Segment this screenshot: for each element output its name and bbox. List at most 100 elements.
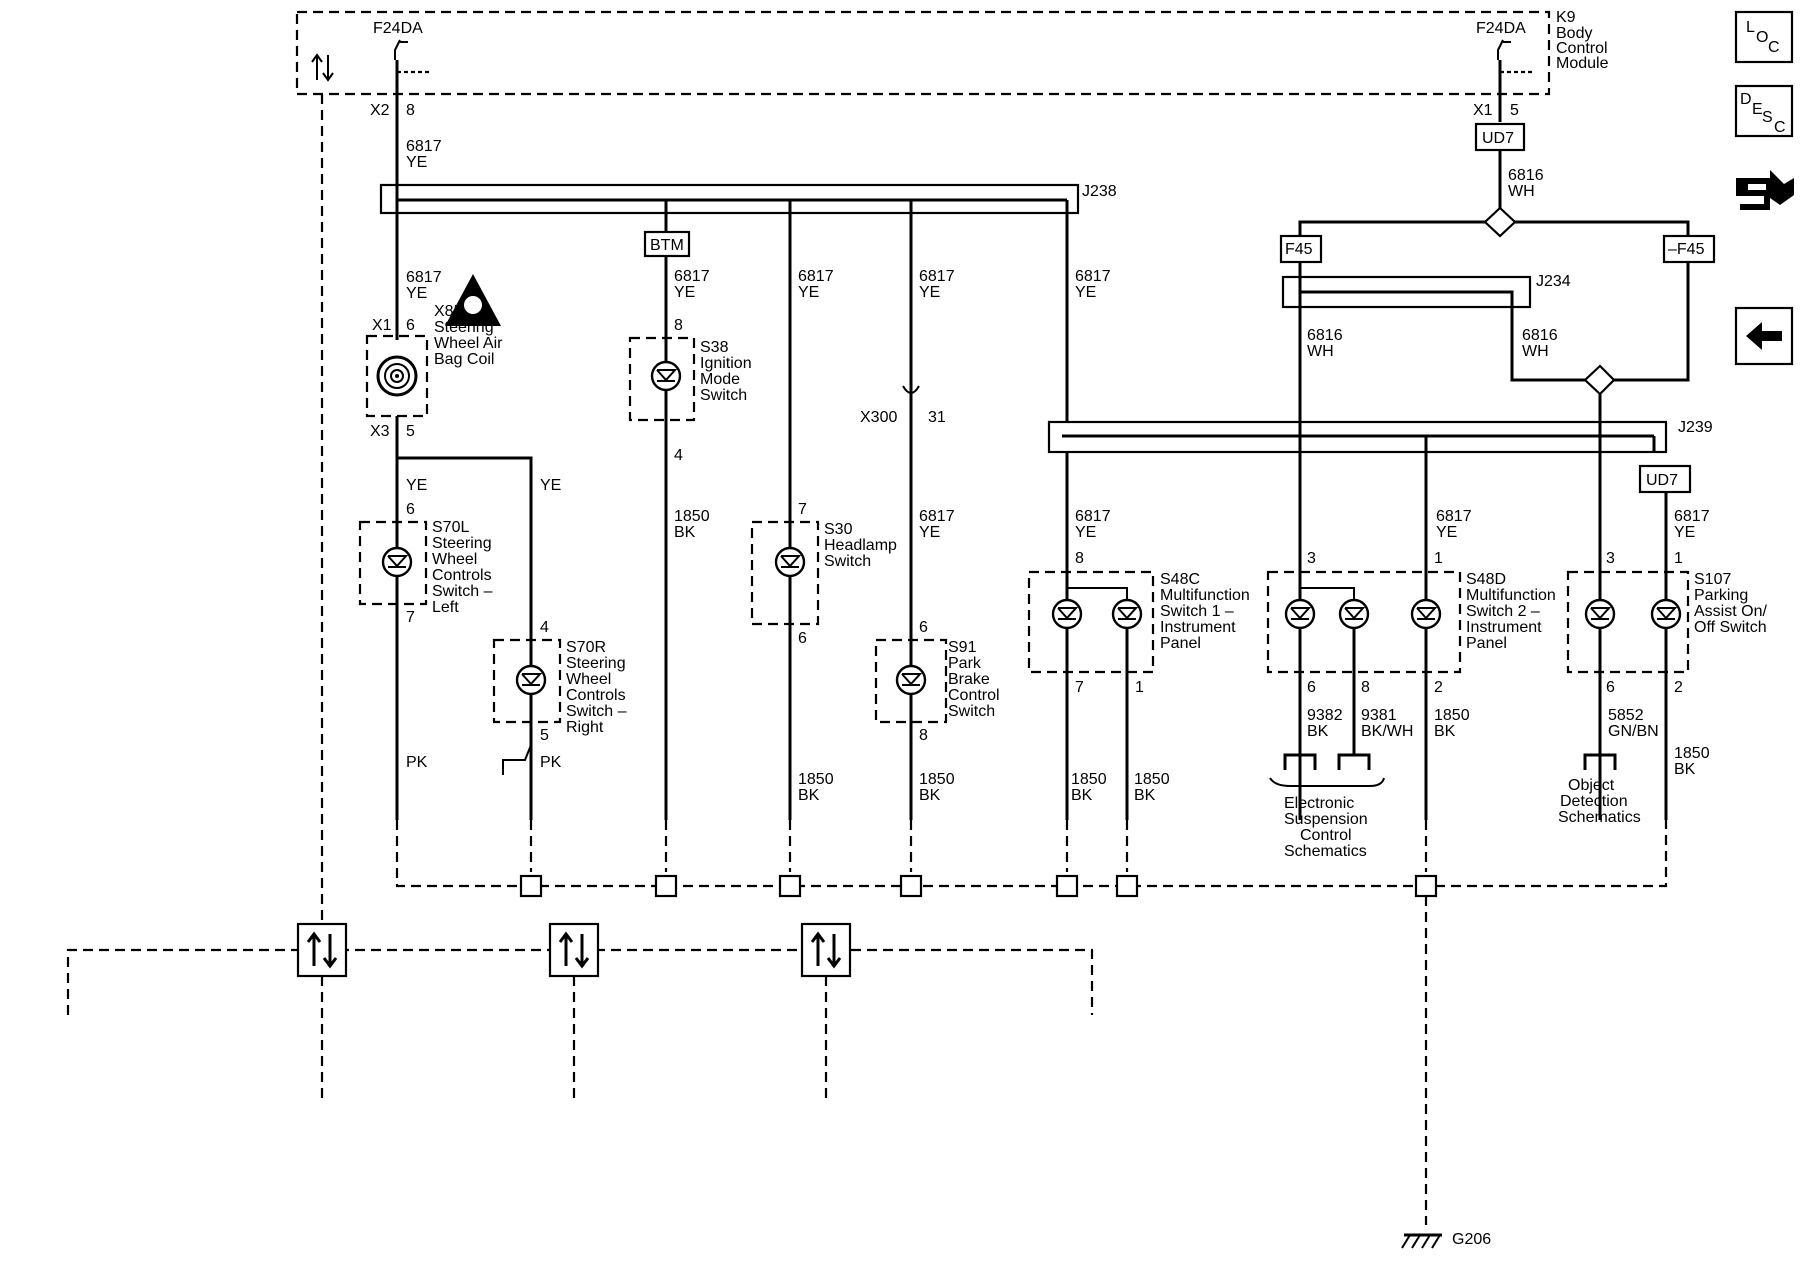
s70r-id: S70R <box>566 639 606 656</box>
s107-pin3: 3 <box>1606 550 1615 567</box>
wire-label: YE <box>798 284 819 301</box>
splice-j234-label: J234 <box>1536 273 1571 290</box>
module-name-3: Module <box>1556 55 1609 72</box>
wire-pk-label: PK <box>540 754 562 771</box>
wire-label: 5852 <box>1608 707 1644 724</box>
back-arrow-icon[interactable] <box>1734 306 1794 366</box>
wire-label: YE <box>406 477 427 494</box>
s107-line: Parking <box>1694 587 1748 604</box>
s70l-pin7: 7 <box>406 609 415 626</box>
wire-label: 6817 <box>1075 508 1111 525</box>
s70l-line: Controls <box>432 567 492 584</box>
s38-line: Mode <box>700 371 740 388</box>
s48d-boundary <box>1266 570 1462 674</box>
s48c-line: Panel <box>1160 635 1201 652</box>
s48c-pin1: 1 <box>1135 679 1144 696</box>
wire-label: YE <box>540 477 561 494</box>
s91-line: Brake <box>948 671 990 688</box>
fuse-right-symbol <box>1497 39 1535 74</box>
f45-label: F45 <box>1285 241 1313 258</box>
x300-inline-connector <box>902 385 920 394</box>
s48d-id: S48D <box>1466 571 1506 588</box>
s48d-pin1: 1 <box>1434 550 1443 567</box>
svg-text:D: D <box>1740 91 1752 108</box>
s107-pin2: 2 <box>1674 679 1683 696</box>
nf45-label: –F45 <box>1668 241 1705 258</box>
fuse-left-label: F24DA <box>373 20 423 37</box>
s48d-pin2: 2 <box>1434 679 1443 696</box>
s107-pin6: 6 <box>1606 679 1615 696</box>
s91-boundary <box>874 638 948 724</box>
wire-label: 1850 <box>1434 707 1470 724</box>
module-id: K9 <box>1556 9 1576 26</box>
x85-pin5: 5 <box>406 423 415 440</box>
nf45-option-box <box>1662 234 1716 264</box>
s48d-line: Instrument <box>1466 619 1542 636</box>
wire-label: 6817 <box>919 508 955 525</box>
ground-bus-nodes <box>519 874 1438 898</box>
s107-pin1: 1 <box>1674 550 1683 567</box>
s48c-line: Instrument <box>1160 619 1236 636</box>
s48c-line: Multifunction <box>1160 587 1250 604</box>
wire-label: 6817 <box>1674 508 1710 525</box>
wire-label: 1850 <box>798 771 834 788</box>
wire-label: BK <box>674 524 696 541</box>
ods-ref-line: Object <box>1568 777 1615 794</box>
s70l-line: Wheel <box>432 551 477 568</box>
s91-line: Switch <box>948 703 995 720</box>
wire-label: BK/WH <box>1361 723 1413 740</box>
s70r-line: Wheel <box>566 671 611 688</box>
wire-label: 1850 <box>919 771 955 788</box>
s30-line: Headlamp <box>824 537 897 554</box>
wire-6817-label: 6817 <box>406 138 442 155</box>
s38-pin8: 8 <box>674 317 683 334</box>
x85-x1-label: X1 <box>372 317 392 334</box>
wire-label: GN/BN <box>1608 723 1659 740</box>
s30-line: Switch <box>824 553 871 570</box>
svg-text:S: S <box>1762 109 1773 126</box>
loc-button[interactable]: L O C <box>1734 10 1794 64</box>
s48d-pin6: 6 <box>1307 679 1316 696</box>
ess-ref-line: Control <box>1300 827 1352 844</box>
wire-label: 9381 <box>1361 707 1397 724</box>
svg-text:O: O <box>1756 29 1768 46</box>
splice-j238-label: J238 <box>1082 183 1117 200</box>
wire-ye-label: YE <box>406 154 427 171</box>
x85-id: X85 <box>434 303 463 320</box>
ground-icon <box>1401 1233 1442 1249</box>
s70r-boundary <box>492 638 562 724</box>
s30-pin6: 6 <box>798 630 807 647</box>
s70r-pin5: 5 <box>540 727 549 744</box>
wire-label: BK <box>1071 787 1093 804</box>
serial-data-junction <box>296 922 348 978</box>
s107-id: S107 <box>1694 571 1731 588</box>
s30-boundary <box>750 520 820 626</box>
x1-pin: 5 <box>1510 102 1519 119</box>
s30-id: S30 <box>824 521 853 538</box>
x85-line: Bag Coil <box>434 351 494 368</box>
x85-x3-label: X3 <box>370 423 390 440</box>
wire-label: BK <box>1674 761 1696 778</box>
wire-label: YE <box>919 284 940 301</box>
wire-label: 9382 <box>1307 707 1343 724</box>
wire-label: 6817 <box>674 268 710 285</box>
s48d-line: Switch 2 – <box>1466 603 1540 620</box>
wire-label: YE <box>674 284 695 301</box>
desc-button[interactable]: D E S C <box>1734 84 1794 138</box>
connector-icon[interactable] <box>1736 170 1794 210</box>
s48d-line: Panel <box>1466 635 1507 652</box>
x2-pin: 8 <box>406 102 415 119</box>
x85-line: Wheel Air <box>434 335 503 352</box>
x85-line: Steering <box>434 319 494 336</box>
option-split-top <box>1483 206 1517 238</box>
wire-label: YE <box>1436 524 1457 541</box>
s70r-line: Right <box>566 719 604 736</box>
wire-label: BK <box>1307 723 1329 740</box>
wire-label: WH <box>1522 343 1549 360</box>
wire-pk-label: PK <box>406 754 428 771</box>
s38-line: Switch <box>700 387 747 404</box>
s70l-line: Left <box>432 599 459 616</box>
wire-label: BK <box>1434 723 1456 740</box>
s30-pin7: 7 <box>798 501 807 518</box>
